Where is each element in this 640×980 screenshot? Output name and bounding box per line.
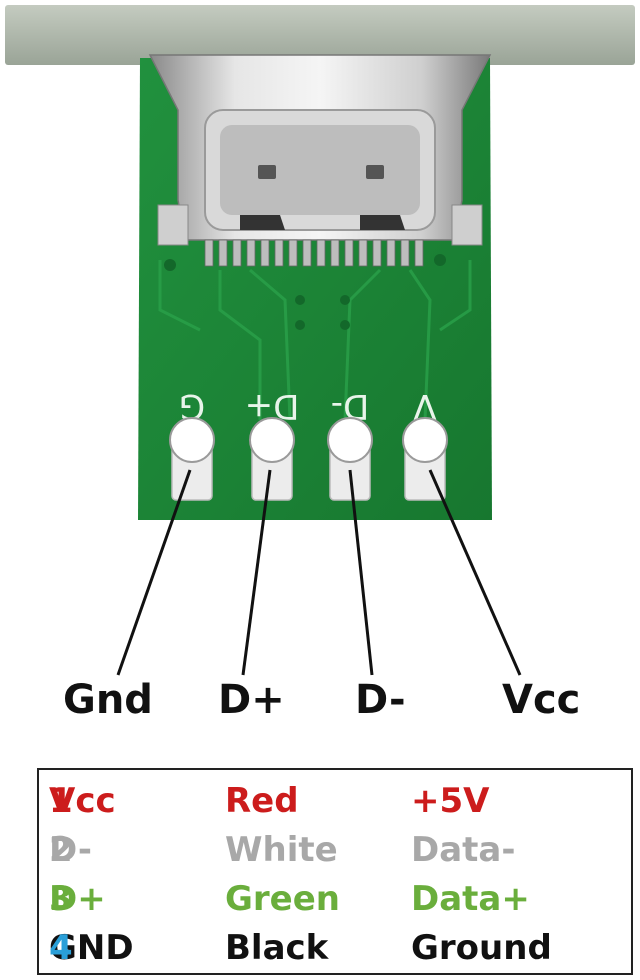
legend-pin-name: D+ — [49, 879, 106, 919]
leader-line-dminus — [348, 469, 374, 676]
legend-wire-color: Red — [225, 781, 299, 821]
pad-hole-vcc — [402, 417, 448, 463]
legend-wire-color: Green — [225, 879, 340, 919]
connector-solder-pins — [204, 239, 424, 267]
legend-wire-color: Black — [225, 928, 329, 968]
leader-line-dplus — [241, 469, 272, 676]
legend-pin-name: Vcc — [49, 781, 116, 821]
pad-hole-dplus — [249, 417, 295, 463]
legend-pin-number: 4 — [49, 928, 73, 968]
legend-pin-number: 2 — [49, 830, 73, 870]
legend-pin-name: D- — [49, 830, 92, 870]
pin-label-vcc: Vcc — [502, 677, 581, 723]
leader-line-vcc — [428, 469, 522, 676]
leader-line-gnd — [116, 469, 192, 676]
pin-label-dminus: D- — [355, 677, 406, 723]
pad-hole-gnd — [169, 417, 215, 463]
pcb-traces — [158, 260, 472, 421]
pin-label-dplus: D+ — [218, 677, 285, 723]
legend-pin-number: 3 — [49, 879, 73, 919]
legend-pin-name: GND — [49, 928, 134, 968]
legend-signal: +5V — [411, 781, 490, 821]
usb-c-breakout-board-illustration: G D+ D- V — [5, 5, 635, 676]
silkscreen-v: V — [413, 386, 436, 426]
legend-pin-number: 1 — [49, 781, 73, 821]
pad-hole-dminus — [327, 417, 373, 463]
legend-signal: Ground — [411, 928, 552, 968]
board-edge-panel — [5, 5, 635, 65]
pcb-vias — [164, 254, 446, 330]
legend-signal: Data- — [411, 830, 516, 870]
pin-label-gnd: Gnd — [63, 677, 153, 723]
legend-signal: Data+ — [411, 879, 530, 919]
legend-wire-color: White — [225, 830, 338, 870]
